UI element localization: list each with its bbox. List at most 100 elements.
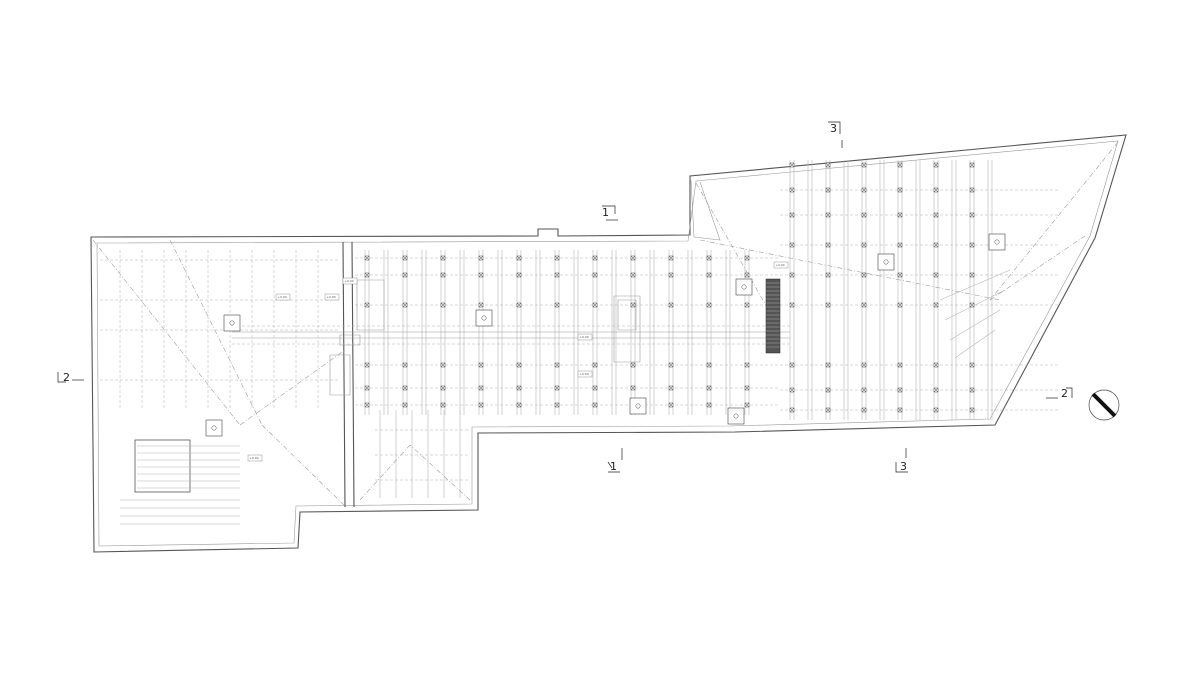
svg-text:3: 3 xyxy=(830,122,837,135)
column-marker xyxy=(706,362,712,368)
column-marker xyxy=(706,302,712,308)
column-marker xyxy=(364,255,370,261)
strut xyxy=(949,309,1001,341)
column-marker xyxy=(744,272,750,278)
column-marker xyxy=(668,402,674,408)
column-marker xyxy=(933,387,939,393)
column-marker xyxy=(969,387,975,393)
roof-hatch xyxy=(205,419,223,437)
column-marker xyxy=(440,302,446,308)
column-marker xyxy=(825,162,831,168)
roof-hatch xyxy=(223,314,241,332)
column-marker xyxy=(478,402,484,408)
level-tag: +0.00 xyxy=(577,333,593,341)
column-marker xyxy=(969,407,975,413)
column-marker xyxy=(554,272,560,278)
column-marker xyxy=(516,255,522,261)
level-tag: +0.00 xyxy=(773,261,789,269)
column-marker xyxy=(364,302,370,308)
column-marker xyxy=(933,272,939,278)
column-marker xyxy=(789,387,795,393)
column-marker xyxy=(897,242,903,248)
column-marker xyxy=(440,402,446,408)
svg-text:+0.00: +0.00 xyxy=(278,295,287,299)
column-marker xyxy=(969,272,975,278)
column-marker xyxy=(861,162,867,168)
column-marker xyxy=(789,272,795,278)
column-marker xyxy=(969,162,975,168)
column-marker xyxy=(933,162,939,168)
column-marker xyxy=(744,402,750,408)
column-marker xyxy=(933,302,939,308)
column-marker xyxy=(789,187,795,193)
column-marker xyxy=(744,302,750,308)
column-marker xyxy=(744,255,750,261)
column-marker xyxy=(554,255,560,261)
framing-block xyxy=(120,439,240,525)
column-marker xyxy=(825,212,831,218)
column-marker xyxy=(516,402,522,408)
column-marker xyxy=(706,385,712,391)
column-marker xyxy=(478,272,484,278)
column-marker xyxy=(668,385,674,391)
column-marker xyxy=(861,362,867,368)
column-marker xyxy=(592,362,598,368)
rafters-group xyxy=(119,160,993,498)
svg-text:+0.00: +0.00 xyxy=(776,263,785,267)
level-tag: +0.00 xyxy=(324,293,340,301)
svg-text:2: 2 xyxy=(63,371,70,384)
column-marker xyxy=(789,302,795,308)
level-tag: +0.00 xyxy=(342,277,358,285)
column-marker xyxy=(789,162,795,168)
column-marker xyxy=(630,255,636,261)
section-marker-3-top: 3 xyxy=(828,121,843,148)
column-marker xyxy=(897,187,903,193)
column-marker xyxy=(969,362,975,368)
column-marker xyxy=(592,255,598,261)
column-marker xyxy=(668,255,674,261)
column-marker xyxy=(516,385,522,391)
column-marker xyxy=(554,302,560,308)
column-marker xyxy=(440,362,446,368)
hip-lines xyxy=(92,141,1119,507)
column-marker xyxy=(861,272,867,278)
roof-hatches-group xyxy=(205,233,1006,437)
column-marker xyxy=(402,402,408,408)
column-marker xyxy=(897,272,903,278)
column-marker xyxy=(861,242,867,248)
column-marker xyxy=(402,272,408,278)
internal-walls xyxy=(329,241,641,508)
strut xyxy=(944,289,1006,321)
column-marker xyxy=(592,272,598,278)
svg-text:1: 1 xyxy=(610,460,617,473)
level-tags-group: +0.00+0.00+0.00+0.00+0.00+0.00+0.00 xyxy=(247,261,789,462)
svg-text:2: 2 xyxy=(1061,387,1068,400)
column-marker xyxy=(478,362,484,368)
svg-text:+0.00: +0.00 xyxy=(345,279,354,283)
north-arrow-icon xyxy=(1088,389,1120,421)
column-marker xyxy=(825,302,831,308)
column-marker xyxy=(440,272,446,278)
column-marker xyxy=(478,255,484,261)
column-marker xyxy=(969,302,975,308)
svg-text:+0.00: +0.00 xyxy=(327,295,336,299)
column-marker xyxy=(478,385,484,391)
column-marker xyxy=(861,212,867,218)
column-marker xyxy=(933,407,939,413)
column-marker xyxy=(933,212,939,218)
column-marker xyxy=(592,385,598,391)
column-marker xyxy=(969,212,975,218)
column-marker xyxy=(897,362,903,368)
column-marker xyxy=(825,272,831,278)
column-marker xyxy=(825,387,831,393)
section-marker-2-right: 2 xyxy=(1046,387,1073,400)
column-marker xyxy=(706,255,712,261)
column-marker xyxy=(554,385,560,391)
column-marker xyxy=(402,255,408,261)
column-marker xyxy=(630,302,636,308)
roof-hatch xyxy=(988,233,1006,251)
roof-hatch xyxy=(727,407,745,425)
column-marker xyxy=(744,385,750,391)
column-marker xyxy=(789,407,795,413)
column-marker xyxy=(402,302,408,308)
